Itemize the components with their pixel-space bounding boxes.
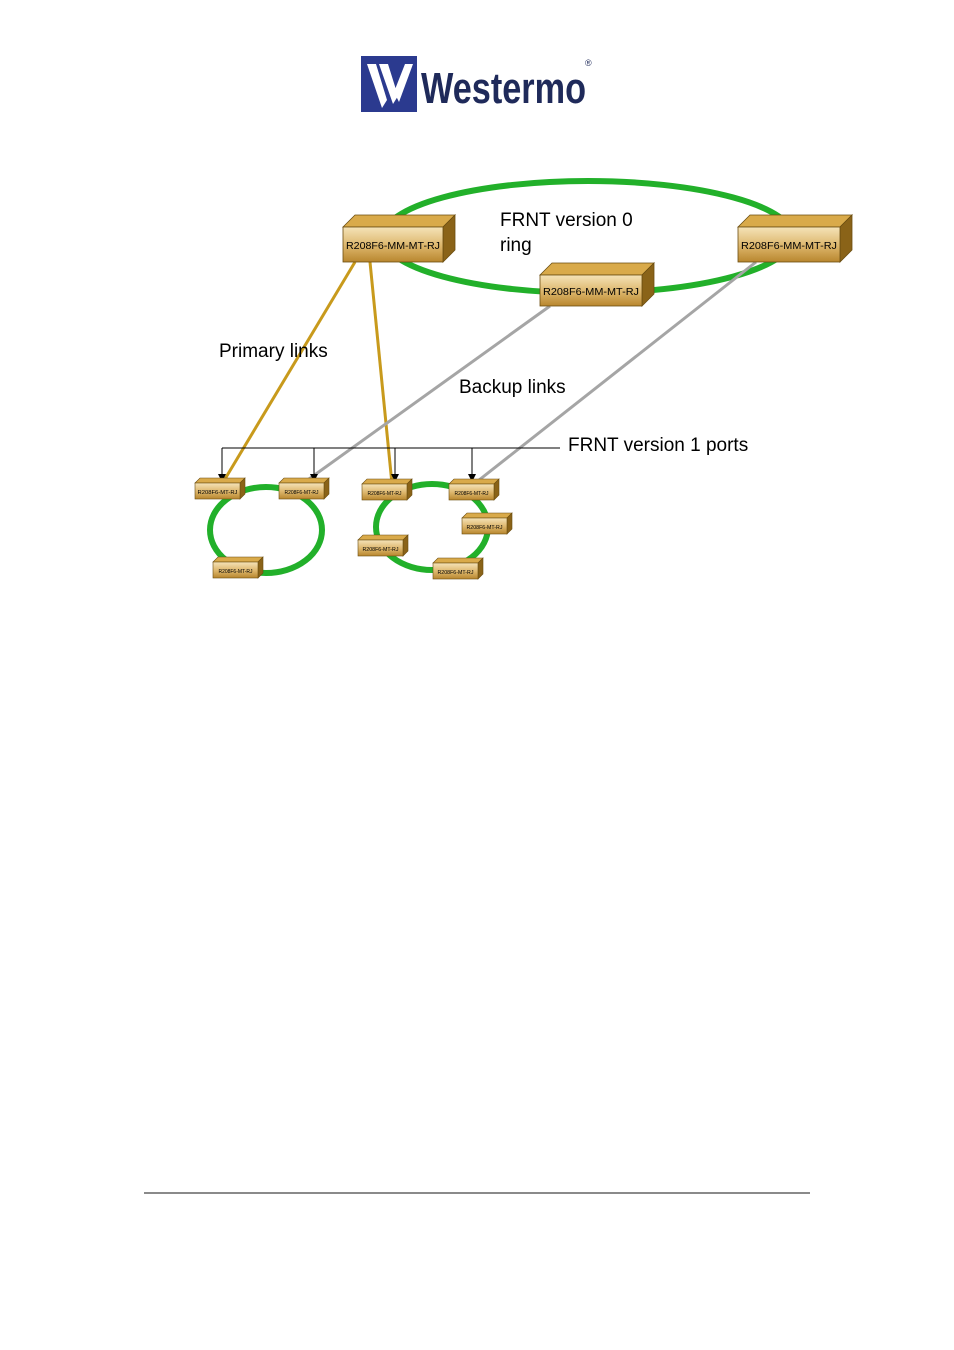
device-left-ring-1: R208F6-MT-RJ — [194, 477, 246, 500]
device-top-face — [278, 477, 330, 484]
device-top-face — [448, 478, 500, 485]
device-top-face — [461, 512, 513, 519]
device-label: R208F6-MT-RJ — [467, 525, 504, 531]
footer-divider — [144, 1192, 810, 1194]
device-right-ring-2: R208F6-MT-RJ — [448, 478, 500, 501]
device-top-face — [737, 214, 853, 228]
device-top-face — [539, 262, 655, 276]
device-right-ring-4: R208F6-MT-RJ — [357, 534, 409, 557]
primary-links-label: Primary links — [219, 341, 328, 362]
frnt-network-diagram: R208F6-MM-MT-RJ R208F6-MM-MT-RJ R208F6-M… — [194, 178, 853, 580]
device-top-face — [212, 556, 264, 563]
device-front-face — [278, 482, 325, 500]
device-label: R208F6-MM-MT-RJ — [346, 241, 440, 252]
device-front-face — [212, 561, 259, 579]
frnt-v1-ring-left — [207, 484, 325, 576]
device-front-face — [539, 274, 643, 307]
device-top-face — [342, 214, 456, 228]
device-front-face — [461, 517, 508, 535]
frnt-v1-ports-bracket — [218, 447, 560, 482]
device-label: R208F6-MT-RJ — [198, 490, 239, 496]
logo-mark-stroke-1 — [367, 64, 387, 108]
logo-registered-mark: ® — [585, 58, 592, 68]
device-label: R208F6-MT-RJ — [219, 569, 253, 575]
ring-v0-label-line2: ring — [500, 235, 532, 256]
device-top-face — [357, 534, 409, 541]
device-top-face — [432, 557, 484, 564]
device-top-face — [361, 478, 413, 485]
westermo-logo: Westermo ® — [361, 56, 592, 112]
device-top-left: R208F6-MM-MT-RJ — [342, 214, 456, 263]
device-right-ring-5: R208F6-MT-RJ — [432, 557, 484, 580]
device-top-mid: R208F6-MM-MT-RJ — [539, 262, 655, 307]
device-front-face — [432, 562, 479, 580]
ring-v0-label-line1: FRNT version 0 — [500, 210, 633, 231]
device-right-ring-1: R208F6-MT-RJ — [361, 478, 413, 501]
device-front-face — [448, 483, 495, 501]
device-label: R208F6-MT-RJ — [368, 491, 402, 497]
device-right-ring-3: R208F6-MT-RJ — [461, 512, 513, 535]
device-label: R208F6-MM-MT-RJ — [543, 287, 639, 298]
logo-mark-stroke-2 — [379, 64, 398, 104]
device-front-face — [737, 226, 841, 263]
device-front-face — [357, 539, 404, 557]
backup-links-label: Backup links — [459, 377, 566, 398]
frnt-v1-ports-label: FRNT version 1 ports — [568, 435, 748, 456]
primary-link-1 — [220, 261, 357, 485]
device-top-face — [194, 477, 246, 484]
device-front-face — [194, 482, 241, 500]
device-left-ring-2: R208F6-MT-RJ — [278, 477, 330, 500]
device-front-face — [361, 483, 408, 501]
device-label: R208F6-MT-RJ — [285, 490, 319, 496]
device-top-right: R208F6-MM-MT-RJ — [737, 214, 853, 263]
device-label: R208F6-MM-MT-RJ — [741, 241, 837, 252]
device-left-ring-3: R208F6-MT-RJ — [212, 556, 264, 579]
device-front-face — [342, 226, 444, 263]
device-label: R208F6-MT-RJ — [455, 491, 489, 497]
primary-link-2 — [368, 261, 394, 485]
device-label: R208F6-MT-RJ — [438, 570, 475, 576]
backup-link-1 — [301, 304, 551, 486]
logo-mark-stroke-3 — [394, 64, 413, 102]
logo-wordmark: Westermo — [421, 64, 586, 112]
device-label: R208F6-MT-RJ — [363, 547, 400, 553]
backup-link-2 — [473, 260, 757, 486]
